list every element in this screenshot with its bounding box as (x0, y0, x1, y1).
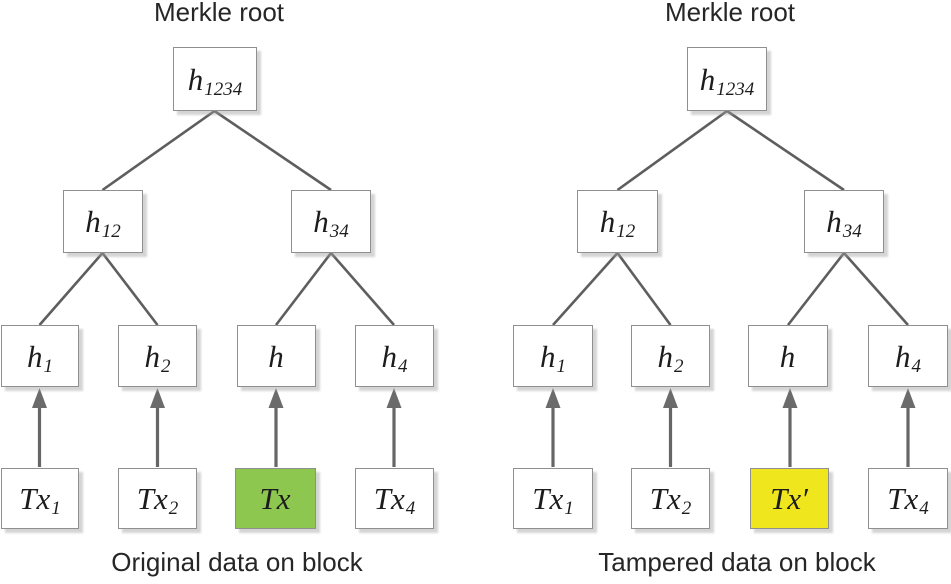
tree-edges-right (552, 109, 909, 326)
arrow-head (782, 388, 798, 408)
edge-h34-h4 (843, 252, 909, 326)
edge-h34-h4 (330, 252, 395, 326)
arrow-head (386, 388, 402, 408)
arrow-head (32, 388, 47, 408)
arrow-head (150, 388, 165, 408)
edge-h12-h2 (101, 252, 159, 326)
tree-edges-left (38, 109, 395, 326)
arrow-head (663, 388, 678, 408)
edge-root-h34 (726, 109, 845, 192)
hash-arrows (32, 388, 916, 467)
arrow-head (545, 388, 561, 408)
edge-h12-h1 (38, 252, 104, 326)
arrow-head (268, 388, 284, 408)
edge-h34-h (274, 252, 333, 326)
edge-root-h12 (101, 109, 216, 192)
edge-root-h12 (616, 109, 728, 192)
arrow-head (900, 388, 916, 408)
edge-root-h34 (213, 109, 332, 192)
edge-h34-h (786, 252, 846, 326)
edge-h12-h1 (552, 252, 619, 326)
edge-h12-h2 (616, 252, 672, 326)
